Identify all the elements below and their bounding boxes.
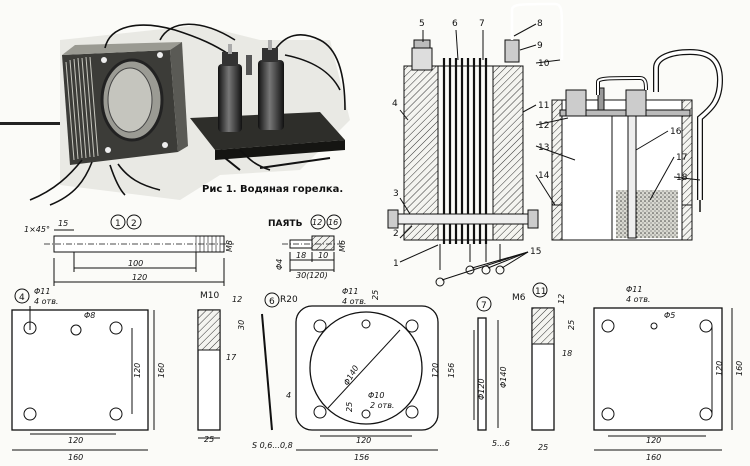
frame-holes: 4 отв. [342, 297, 366, 306]
callout-1: 1 [393, 259, 399, 269]
rod-dim-120: 120 [132, 273, 147, 282]
part7-id: 7 [481, 301, 487, 311]
plate-r-h2: 160 [735, 361, 744, 376]
m10-width: 25 [204, 435, 214, 444]
callout-15: 15 [530, 247, 541, 257]
plate4-h-inner: 120 [133, 363, 142, 378]
plate4-h: 160 [157, 363, 166, 378]
solder-dim-10: 10 [318, 251, 328, 260]
frame-h1: 120 [431, 363, 440, 378]
callout-5: 5 [419, 19, 425, 29]
plate4-bot-inner: 120 [68, 436, 83, 445]
solder-thread: M6 [338, 240, 347, 252]
solder-id-16: 16 [328, 218, 338, 227]
frame-radius: R20 [280, 295, 298, 305]
frame-bot1: 25 [345, 402, 354, 412]
solder-label: ПАЯТЬ [268, 219, 303, 229]
callout-16: 16 [670, 127, 682, 137]
part7-d1: Φ140 [499, 366, 508, 388]
frame-top: 25 [371, 290, 380, 300]
part6-thickness: 4 [286, 391, 291, 400]
rod-id-2: 2 [131, 219, 137, 229]
plate4-hole2: Φ8 [84, 311, 95, 320]
part-11: 11 M6 12 25 18 25 [512, 282, 576, 452]
plate-r-h1: 120 [715, 361, 724, 376]
m10-dim-30: 30 [237, 320, 246, 330]
rod-thread: M8 [225, 240, 234, 252]
plate-r-bot2: 160 [646, 453, 661, 462]
part11-thread: M6 [512, 293, 526, 303]
part-6: 6 4 S 0,6...0,8 [252, 292, 293, 450]
part-plate-4: 4 Φ11 4 отв. Φ8 120 160 120 160 [11, 287, 166, 462]
solder-dim-18: 18 [296, 251, 306, 260]
plate-r-holes: 4 отв. [626, 295, 650, 304]
photo-burner: Рис 1. Водяная горелка. [0, 0, 372, 232]
callout-10: 10 [538, 59, 550, 69]
callout-6: 6 [452, 19, 458, 29]
part6-s: S 0,6...0,8 [252, 441, 293, 450]
solder-dia: Φ4 [275, 259, 284, 270]
m10-dim-17: 17 [226, 353, 237, 362]
part-7: 7 Φ140 Φ120 5...6 [473, 296, 510, 448]
frame-hole: Φ11 [342, 287, 358, 296]
solder-id-12: 12 [312, 218, 322, 227]
plate4-hole: Φ11 [34, 287, 50, 296]
callout-14: 14 [538, 171, 550, 181]
part11-d2: 25 [567, 320, 576, 330]
part11-d1: 12 [557, 294, 566, 304]
part11-d3: 18 [562, 349, 572, 358]
callout-12: 12 [538, 121, 549, 131]
frame-holes2: 2 отв. [370, 401, 394, 410]
plate-r-hole2: Φ5 [664, 311, 675, 320]
callout-9: 9 [537, 41, 543, 51]
callout-17: 17 [676, 153, 687, 163]
m10-thread: M10 [200, 291, 219, 301]
callout-7: 7 [479, 19, 485, 29]
plate4-bot: 160 [68, 453, 83, 462]
plate-r-hole: Φ11 [626, 285, 642, 294]
electrode-block [62, 42, 188, 165]
plate4-holes: 4 отв. [34, 297, 58, 306]
frame-bot3: 156 [354, 453, 369, 462]
part6-id: 6 [269, 297, 275, 307]
rod-chamfer: 1×45° [24, 225, 50, 234]
rod-dim-15: 15 [58, 219, 68, 228]
part7-d2: Φ120 [477, 378, 486, 400]
rod-id-1: 1 [115, 219, 121, 229]
callout-4: 4 [392, 99, 398, 109]
part-plate-right: Φ11 4 отв. Φ5 120 160 120 160 [593, 285, 744, 462]
frame-h2: 156 [447, 363, 456, 378]
callout-3: 3 [393, 189, 399, 199]
part-m10: M10 12 30 17 25 [197, 291, 246, 444]
solder-dim-30: 30(120) [296, 271, 328, 280]
callout-2: 2 [393, 229, 399, 239]
plate4-id: 4 [19, 293, 25, 303]
callout-13: 13 [538, 143, 549, 153]
part11-id: 11 [535, 287, 546, 297]
water-cylinders [218, 40, 284, 132]
callout-8: 8 [537, 19, 543, 29]
m10-dim-12: 12 [232, 295, 242, 304]
part-frame: R20 Φ11 4 отв. 25 Φ140 120 156 25 Φ10 2 … [280, 287, 456, 462]
part7-width: 5...6 [492, 439, 510, 448]
part-rod: 1 2 1×45° 15 100 120 M8 [24, 214, 234, 286]
plate-r-bot1: 120 [646, 436, 661, 445]
rod-dim-100: 100 [128, 259, 143, 268]
frame-hole2: Φ10 [368, 391, 384, 400]
section-view: 5 6 7 8 9 10 11 12 13 14 15 16 17 18 4 3… [387, 2, 724, 287]
callout-11: 11 [538, 101, 549, 111]
frame-bot2: 120 [356, 436, 371, 445]
part11-width: 25 [538, 443, 548, 452]
part-solder: ПАЯТЬ 12 16 M6 Φ4 18 10 30(120) [268, 214, 347, 280]
figure-caption: Рис 1. Водяная горелка. [202, 184, 343, 195]
